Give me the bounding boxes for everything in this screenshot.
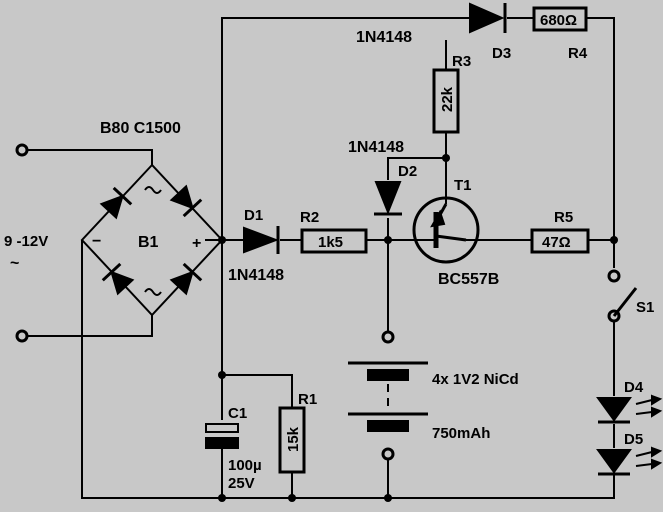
d3-ref-label: D3 — [492, 45, 511, 62]
junction-dot — [442, 154, 450, 162]
r4-value-label: 680Ω — [540, 12, 577, 29]
resistor-r2 — [300, 228, 368, 254]
d1-ref-label: D1 — [244, 207, 263, 224]
ac-input-terminals — [15, 143, 29, 343]
d4-ref-label: D4 — [624, 379, 644, 396]
r1-ref-label: R1 — [298, 391, 317, 408]
led-d4 — [596, 394, 663, 424]
t1-ref-label: T1 — [454, 177, 472, 194]
battery-pack — [348, 330, 428, 461]
transistor-t1 — [412, 190, 480, 264]
bridge-rectifier — [80, 163, 224, 317]
input-voltage-label: 9 -12V — [4, 233, 48, 250]
r1-value-label: 15k — [285, 426, 302, 452]
input-terminal — [15, 329, 29, 343]
t1-part-label: BC557B — [438, 271, 499, 288]
r5-value-label: 47Ω — [542, 234, 571, 251]
d5-ref-label: D5 — [624, 431, 643, 448]
resistor-r1 — [278, 406, 306, 474]
bridge-ref-label: B1 — [138, 234, 159, 251]
junction-dot — [384, 494, 392, 502]
bridge-plus-label: + — [192, 235, 201, 252]
junction-dot — [610, 236, 618, 244]
r5-ref-label: R5 — [554, 209, 573, 226]
junction-dot — [218, 494, 226, 502]
wiring — [26, 17, 615, 499]
r3-value-label: 22k — [439, 86, 456, 112]
d2-part-label: 1N4148 — [348, 139, 404, 156]
switch-s1 — [607, 269, 638, 323]
resistor-r3 — [432, 68, 460, 134]
input-terminal — [15, 143, 29, 157]
d3-part-label: 1N4148 — [356, 29, 412, 46]
battery-cells-label: 4x 1V2 NiCd — [432, 371, 519, 388]
junction-dot — [288, 494, 296, 502]
junction-dot — [218, 371, 226, 379]
diode-d1 — [243, 226, 280, 254]
battery-capacity-label: 750mAh — [432, 425, 490, 442]
c1-ref-label: C1 — [228, 405, 247, 422]
d2-ref-label: D2 — [398, 163, 417, 180]
bridge-type-label: B80 C1500 — [100, 120, 181, 137]
junction-dots — [218, 154, 618, 502]
ac-symbol-label: ~ — [10, 255, 19, 272]
junction-dot — [384, 236, 392, 244]
s1-ref-label: S1 — [636, 299, 654, 316]
c1-voltage-label: 25V — [228, 475, 255, 492]
resistor-r4 — [532, 6, 588, 32]
diode-d3 — [469, 2, 507, 34]
diode-d2 — [374, 181, 402, 216]
capacitor-c1 — [205, 423, 239, 449]
bridge-minus-label: − — [92, 233, 101, 250]
r2-value-label: 1k5 — [318, 234, 343, 251]
r4-ref-label: R4 — [568, 45, 588, 62]
resistor-r5 — [530, 228, 590, 254]
r2-ref-label: R2 — [300, 209, 319, 226]
led-d5 — [596, 446, 663, 476]
c1-capacitance-label: 100µ — [228, 457, 262, 474]
d1-part-label: 1N4148 — [228, 267, 284, 284]
r3-ref-label: R3 — [452, 53, 471, 70]
